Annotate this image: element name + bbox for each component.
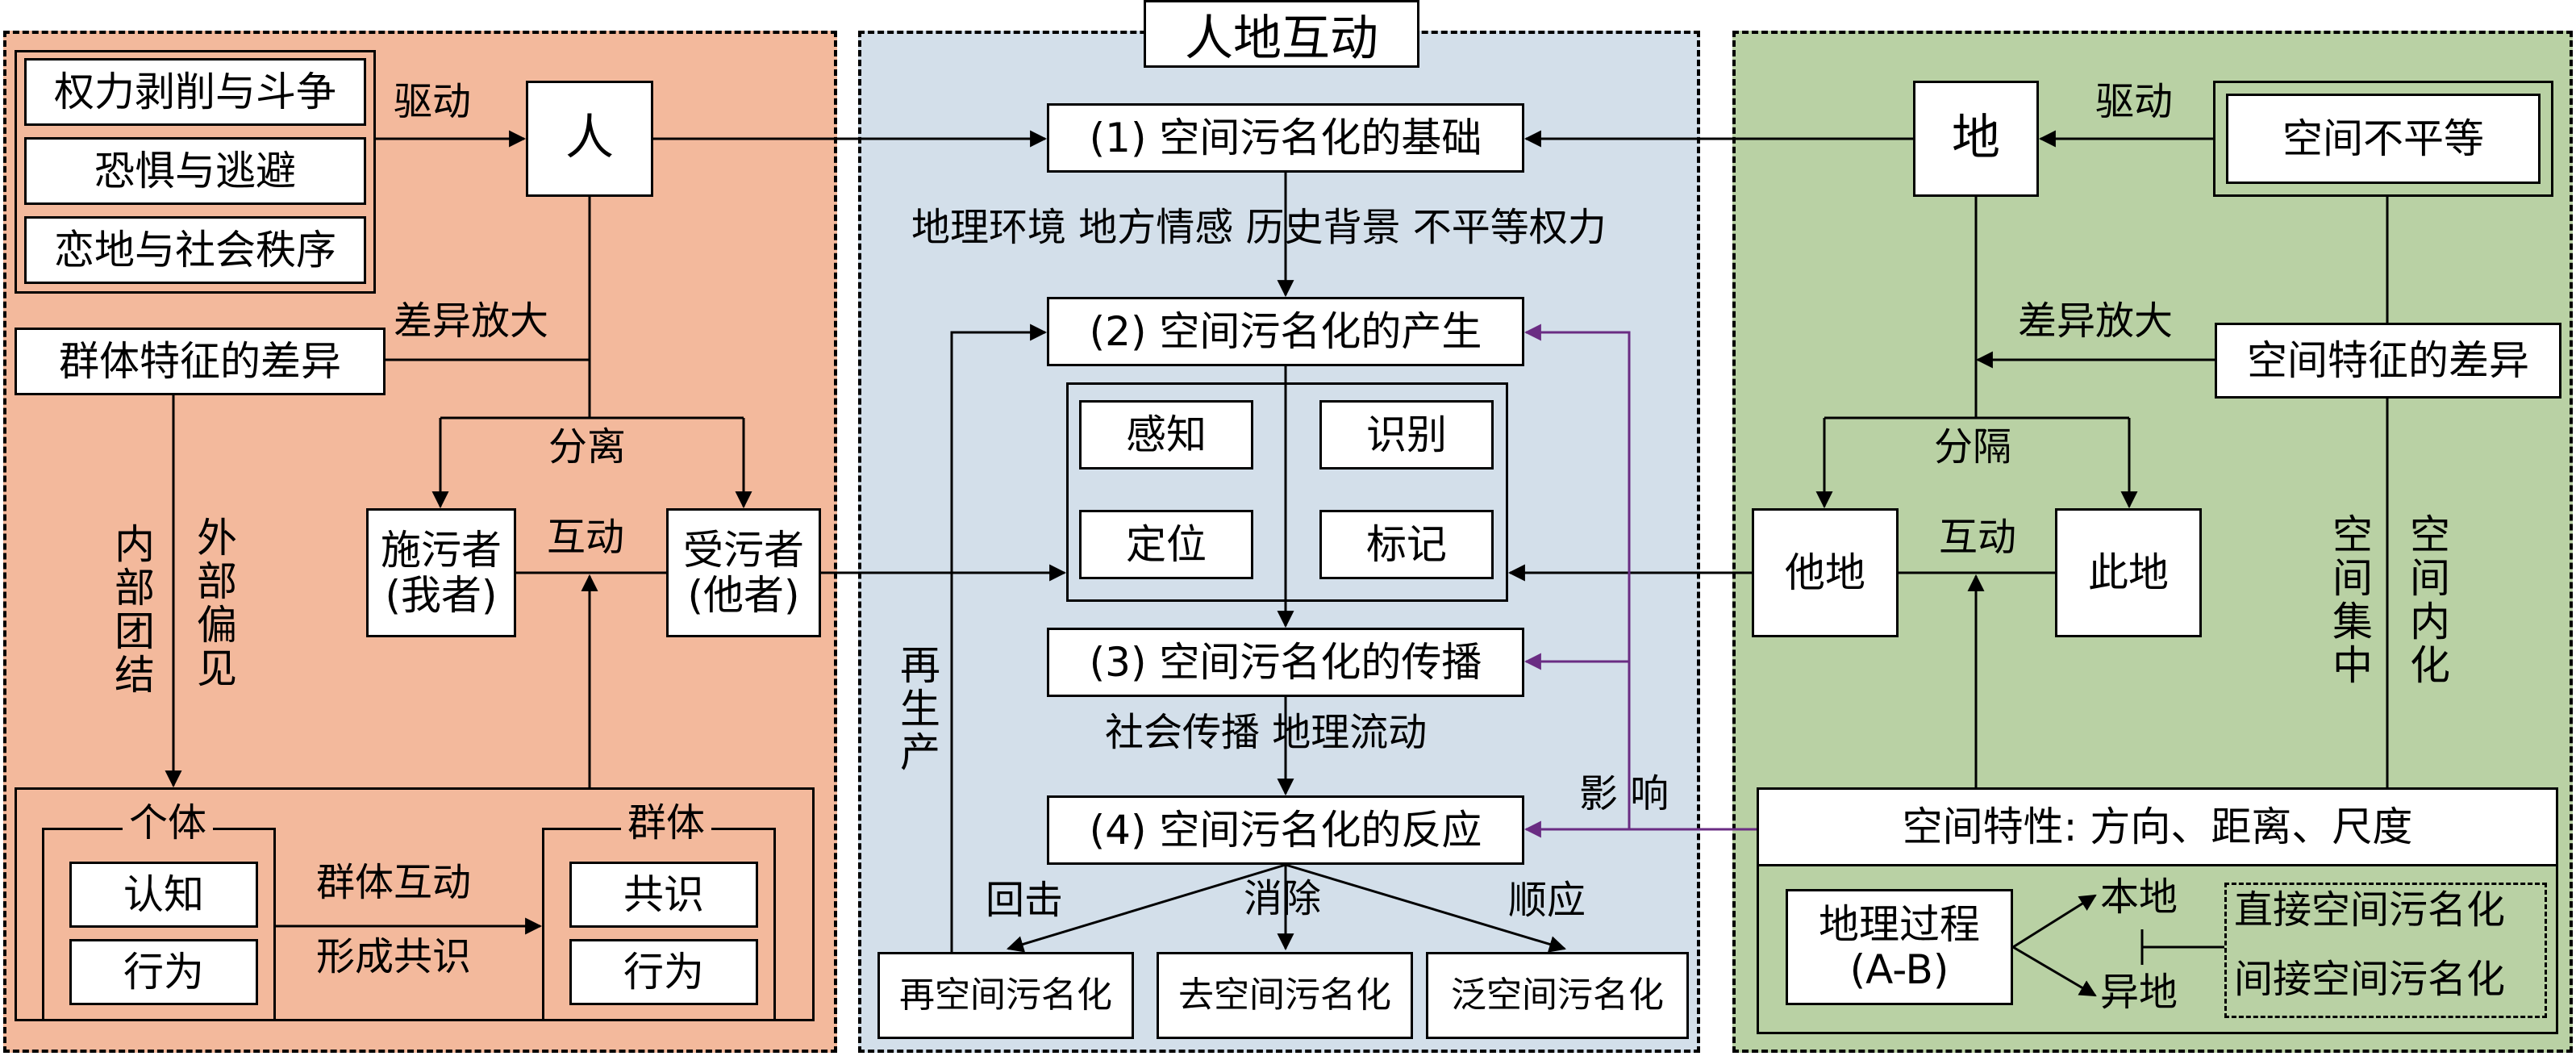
right-separate-label: 分隔 [1934, 424, 2012, 470]
process-perceive: 感知 [1079, 400, 1253, 470]
internal-unity-label: 内部团结 [108, 523, 155, 697]
other-place-box: 他地 [1752, 508, 1899, 637]
diagram-title: 人地互动 [1144, 0, 1419, 68]
step4-box: (4) 空间污名化的反应 [1047, 795, 1524, 865]
this-place-box: 此地 [2055, 508, 2202, 637]
group-interaction-label: 群体互动 [316, 860, 472, 905]
outcome-restigmatize: 再空间污名化 [877, 952, 1134, 1039]
process-mark: 标记 [1319, 510, 1494, 579]
group-consensus: 共识 [569, 862, 758, 928]
motive-fear: 恐惧与逃避 [24, 137, 366, 205]
process-locate: 定位 [1079, 510, 1253, 579]
response-comply: 顺应 [1508, 878, 1586, 923]
consensus-forming-label: 形成共识 [316, 934, 472, 979]
process-identify: 识别 [1319, 400, 1494, 470]
stigma-type-frame [2224, 883, 2547, 1018]
left-drive-label: 驱动 [394, 79, 472, 124]
space-difference-box: 空间特征的差异 [2215, 323, 2561, 399]
factors-label: 地理环境 地方情感 历史背景 不平等权力 [911, 205, 1607, 250]
step2-box: (2) 空间污名化的产生 [1047, 297, 1524, 366]
inequality-box: 空间不平等 [2226, 94, 2541, 184]
direct-stigma-label: 直接空间污名化 [2234, 887, 2506, 933]
local-label: 本地 [2100, 874, 2178, 920]
motives-frame [15, 50, 376, 294]
remote-label: 异地 [2100, 970, 2178, 1015]
outcome-panstigmatize: 泛空间污名化 [1426, 952, 1689, 1039]
group-difference-box: 群体特征的差异 [15, 328, 386, 395]
inequality-frame [2213, 81, 2553, 197]
motive-topophilia: 恋地与社会秩序 [24, 216, 366, 284]
reproduce-label: 再生产 [894, 644, 940, 774]
left-separate-label: 分离 [548, 424, 627, 470]
individual-group-frame [15, 787, 815, 1021]
process-frame [1066, 382, 1508, 602]
left-amplify-label: 差异放大 [394, 298, 549, 344]
space-traits-box: 空间特性: 方向、距离、尺度 [1757, 787, 2558, 866]
left-interact-label: 互动 [547, 515, 625, 560]
polluted-box: 受污者 (他者) [666, 508, 821, 637]
right-drive-label: 驱动 [2095, 79, 2174, 124]
geo-process-box: 地理过程 (A-B) [1786, 889, 2013, 1005]
response-counter: 回击 [986, 878, 1064, 923]
motive-power: 权力剥削与斗争 [24, 58, 366, 126]
right-amplify-label: 差异放大 [2018, 298, 2174, 344]
group-behavior: 行为 [569, 939, 758, 1005]
space-internalization-label: 空间内化 [2403, 513, 2450, 687]
individual-behavior: 行为 [69, 939, 258, 1005]
response-eliminate: 消除 [1239, 878, 1327, 920]
spread-label: 社会传播 地理流动 [1105, 710, 1428, 755]
external-bias-label: 外部偏见 [190, 516, 237, 691]
step3-box: (3) 空间污名化的传播 [1047, 628, 1524, 697]
space-concentration-label: 空间集中 [2326, 513, 2373, 687]
place-box: 地 [1913, 81, 2039, 197]
individual-cognition: 认知 [69, 862, 258, 928]
indirect-stigma-label: 间接空间污名化 [2234, 957, 2506, 1002]
polluter-box: 施污者 (我者) [366, 508, 516, 637]
outcome-destigmatize: 去空间污名化 [1157, 952, 1413, 1039]
individual-label: 个体 [123, 802, 214, 845]
person-box: 人 [526, 81, 653, 197]
influence-label: 影 响 [1579, 771, 1669, 816]
step1-box: (1) 空间污名化的基础 [1047, 103, 1524, 173]
right-interact-label: 互动 [1939, 515, 2017, 560]
group-label: 群体 [621, 802, 712, 845]
